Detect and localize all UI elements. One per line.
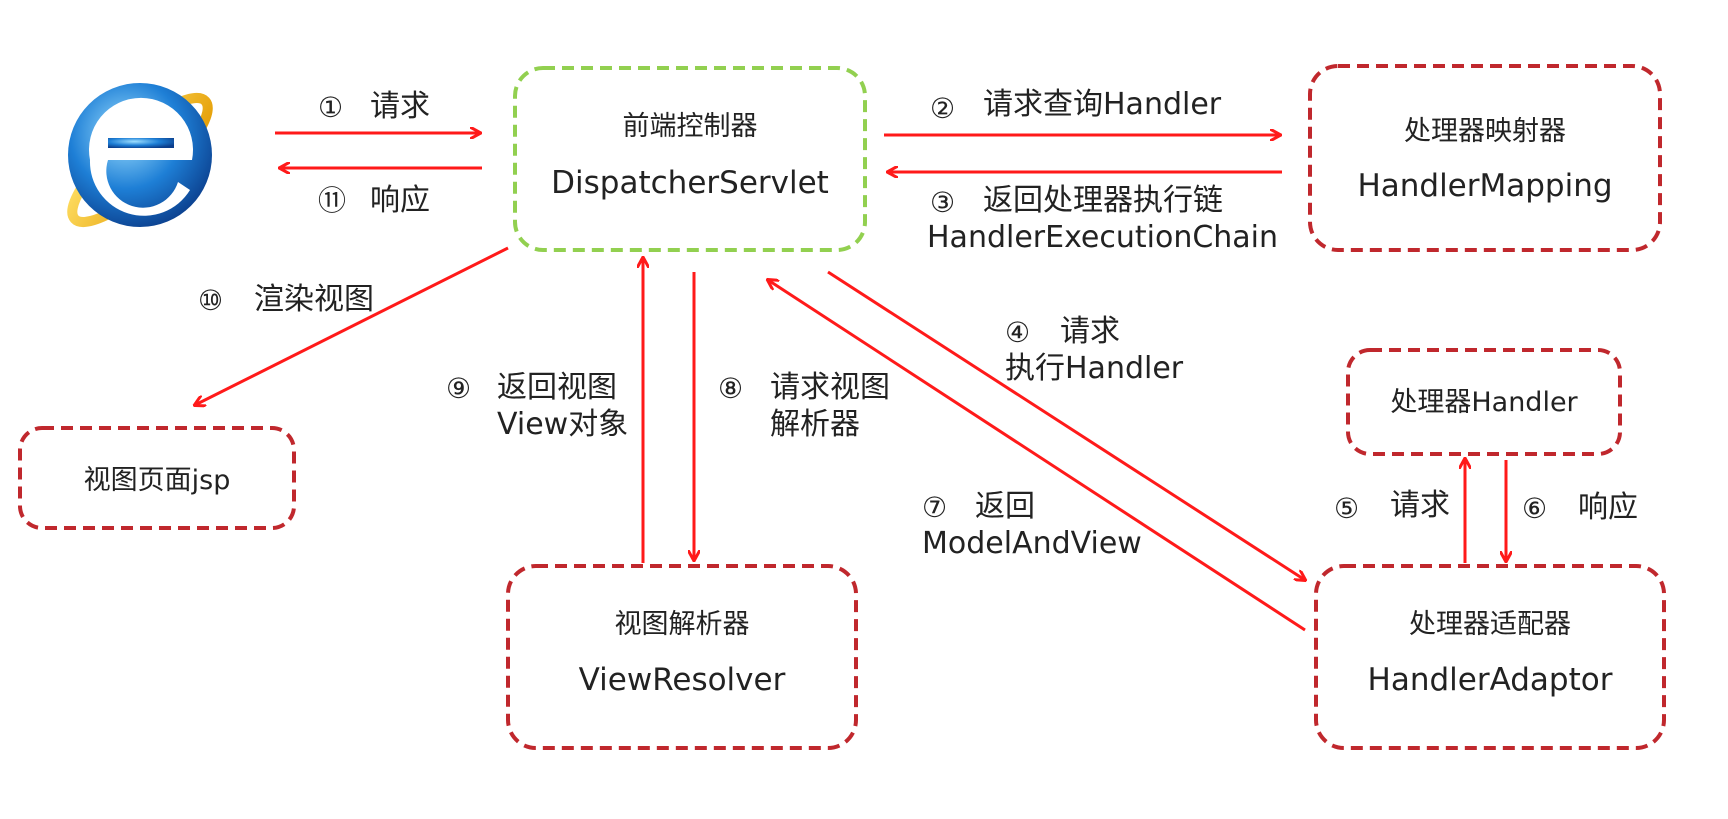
edge-label-8: ⑧ 请求视图 解析器 [718,370,890,442]
svg-text:⑧: ⑧ [718,372,743,405]
svg-text:请求: 请求 [1060,314,1120,349]
arrow-10-render-view [195,246,509,405]
view-resolver-title: 视图解析器 [615,609,750,640]
handler-box: 处理器Handler [1346,348,1622,456]
svg-text:请求: 请求 [370,89,430,124]
svg-text:②: ② [930,92,955,125]
svg-text:返回视图: 返回视图 [497,370,617,405]
svg-text:响应: 响应 [370,183,430,218]
svg-text:请求: 请求 [1390,488,1450,523]
jsp-view-title: 视图页面jsp [84,465,231,496]
handler-title: 处理器Handler [1390,387,1578,418]
view-resolver-box: 视图解析器 ViewResolver [506,564,858,750]
svg-text:请求视图: 请求视图 [770,370,890,405]
edge-label-4: ④ 请求 执行Handler [1005,314,1184,386]
svg-text:解析器: 解析器 [770,407,860,442]
handler-mapping-box: 处理器映射器 HandlerMapping [1308,64,1662,252]
svg-text:返回处理器执行链: 返回处理器执行链 [983,183,1223,218]
svg-text:执行Handler: 执行Handler [1005,351,1184,386]
svg-text:⑥: ⑥ [1522,492,1547,525]
svg-text:请求查询Handler: 请求查询Handler [983,87,1222,122]
svg-text:④: ④ [1005,316,1030,349]
dispatcher-title: 前端控制器 [623,111,758,142]
svg-text:ModelAndView: ModelAndView [922,526,1142,561]
edge-label-6: ⑥ 响应 [1522,490,1638,525]
svg-text:HandlerExecutionChain: HandlerExecutionChain [927,220,1278,255]
edge-label-5: ⑤ 请求 [1334,488,1450,525]
handler-adaptor-title: 处理器适配器 [1409,609,1571,640]
dispatcher-servlet-box: 前端控制器 DispatcherServlet [513,66,867,252]
handler-adaptor-box: 处理器适配器 HandlerAdaptor [1314,564,1666,750]
handler-adaptor-subtitle: HandlerAdaptor [1368,662,1613,698]
edge-label-1: ① 请求 [318,89,430,124]
svg-text:⑤: ⑤ [1334,492,1359,525]
arrow-4-execute-handler [827,270,1305,580]
svg-text:⑩: ⑩ [198,284,223,317]
internet-explorer-icon [67,83,213,227]
svg-text:①: ① [318,91,343,124]
view-resolver-subtitle: ViewResolver [579,662,786,698]
dispatcher-subtitle: DispatcherServlet [551,165,829,201]
svg-text:⑨: ⑨ [446,372,471,405]
edge-label-9: ⑨ 返回视图 View对象 [446,370,628,442]
svg-text:③: ③ [930,186,955,219]
edge-label-3: ③ 返回处理器执行链 HandlerExecutionChain [927,183,1278,255]
edge-label-11: ⑪ 响应 [318,183,430,218]
svg-text:⑦: ⑦ [922,491,947,524]
svg-text:View对象: View对象 [497,407,628,442]
edge-label-10: ⑩ 渲染视图 [198,282,374,317]
svg-text:渲染视图: 渲染视图 [254,282,374,317]
svg-text:⑪: ⑪ [318,184,346,217]
svg-text:响应: 响应 [1578,490,1638,525]
handler-mapping-subtitle: HandlerMapping [1357,168,1612,204]
jsp-view-box: 视图页面jsp [18,426,296,530]
arrow-7-return-model-and-view [768,280,1306,632]
handler-mapping-title: 处理器映射器 [1404,116,1566,147]
svg-text:返回: 返回 [975,489,1035,524]
edge-label-2: ② 请求查询Handler [930,87,1222,125]
edge-label-7: ⑦ 返回 ModelAndView [922,489,1142,561]
